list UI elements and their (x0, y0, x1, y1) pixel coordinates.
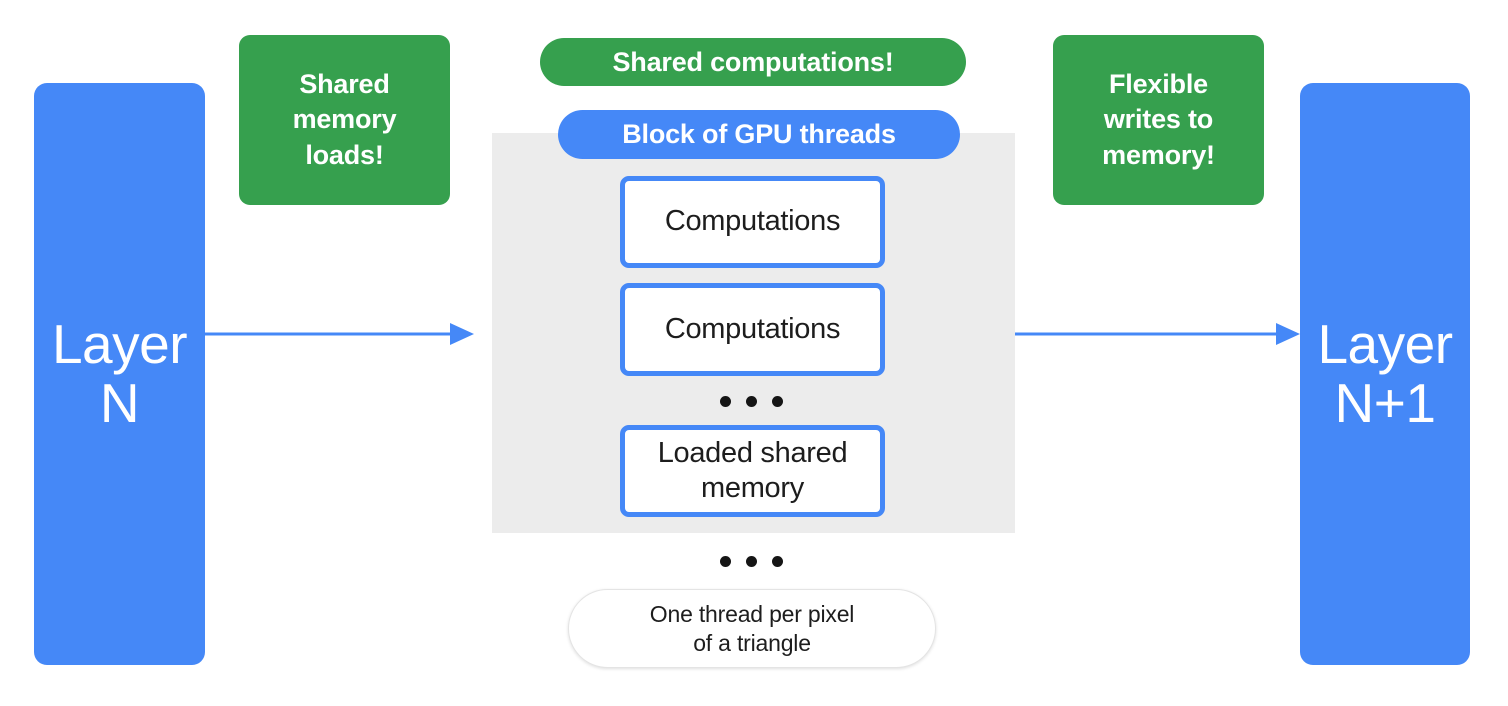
thread-note-pill: One thread per pixel of a triangle (568, 589, 936, 668)
dot-icon (772, 556, 783, 567)
thread-box: Computations (620, 283, 885, 376)
badge-shared-computations: Shared computations! (540, 38, 966, 86)
callout-shared-memory-loads: Shared memory loads! (239, 35, 450, 205)
ellipsis-outer-icon (720, 556, 783, 567)
dot-icon (720, 556, 731, 567)
dot-icon (746, 396, 757, 407)
layer-n-block: Layer N (34, 83, 205, 665)
ellipsis-inner-icon (720, 396, 783, 407)
layer-n-plus-1-block: Layer N+1 (1300, 83, 1470, 665)
thread-box: Loaded shared memory (620, 425, 885, 517)
dot-icon (720, 396, 731, 407)
arrow-layer-n-to-block (205, 323, 474, 345)
arrow-block-to-layer-n1 (1015, 323, 1300, 345)
dot-icon (772, 396, 783, 407)
dot-icon (746, 556, 757, 567)
thread-box: Computations (620, 176, 885, 268)
badge-block-of-gpu-threads: Block of GPU threads (558, 110, 960, 159)
callout-flexible-writes-to-memory: Flexible writes to memory! (1053, 35, 1264, 205)
